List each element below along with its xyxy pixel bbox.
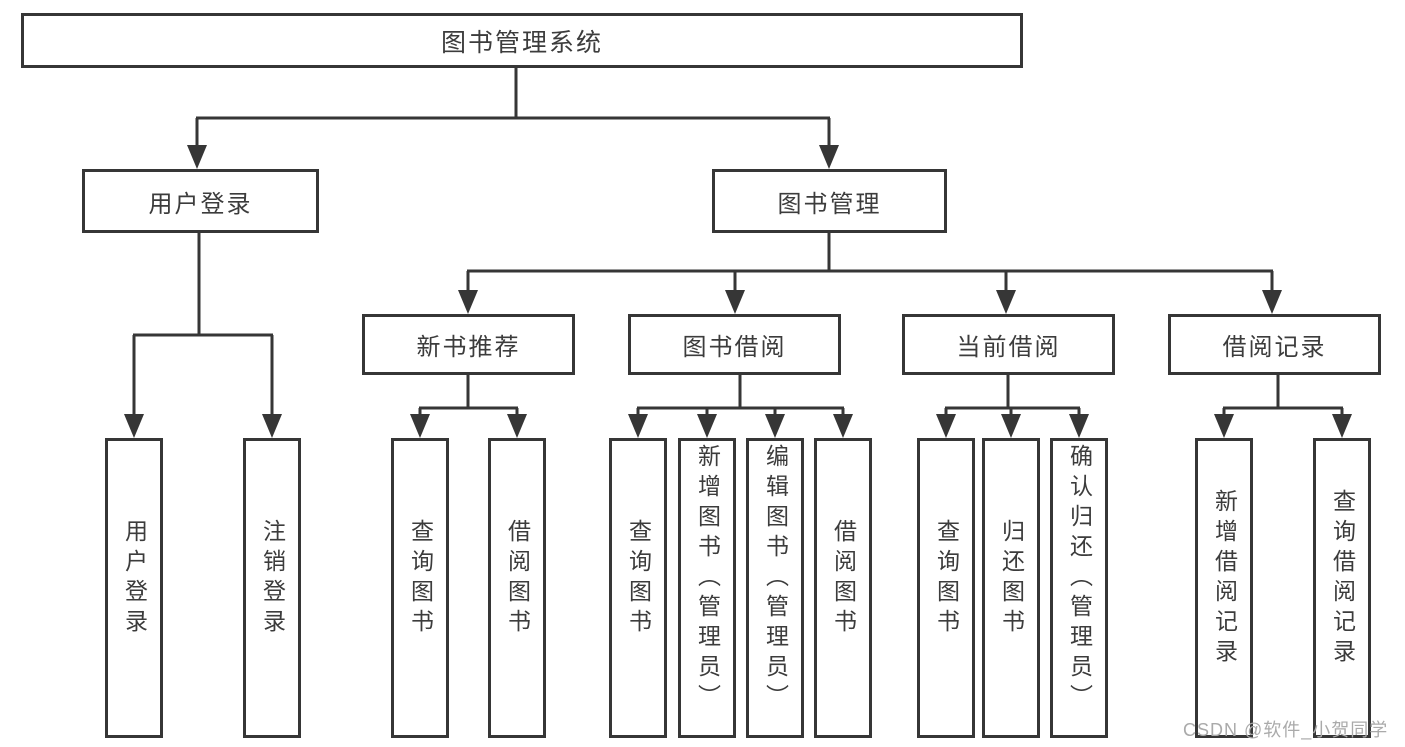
- connector-new-book-recommendation-to-children: [410, 375, 527, 438]
- arrowhead-down-icon: [1069, 414, 1089, 438]
- connector-borrowing-records-to-children: [1214, 375, 1352, 438]
- node-label: 新书推荐: [416, 334, 521, 361]
- leaf-query-books-recommend: 查询图书: [391, 438, 449, 738]
- node-label: 新增借阅记录: [1211, 489, 1238, 669]
- node-label: 归还图书: [998, 519, 1025, 639]
- arrowhead-down-icon: [187, 145, 207, 169]
- node-label: 图书管理系统: [440, 28, 603, 57]
- node-current-borrowing: 当前借阅: [902, 314, 1115, 375]
- node-library-system: 图书管理系统: [21, 13, 1023, 68]
- leaf-query-books-current: 查询图书: [917, 438, 975, 738]
- arrowhead-down-icon: [996, 290, 1016, 314]
- node-label: 查询图书: [625, 519, 652, 639]
- node-label: 借阅记录: [1222, 334, 1327, 361]
- node-label: 图书管理: [777, 190, 882, 218]
- node-label: 新增图书（管理员）: [694, 444, 721, 714]
- arrowhead-down-icon: [1262, 290, 1282, 314]
- arrowhead-down-icon: [628, 414, 648, 438]
- leaf-add-borrow-record: 新增借阅记录: [1195, 438, 1253, 738]
- leaf-borrow-books: 借阅图书: [814, 438, 872, 738]
- leaf-query-borrow-record: 查询借阅记录: [1313, 438, 1371, 738]
- arrowhead-down-icon: [765, 414, 785, 438]
- node-label: 查询图书: [933, 519, 960, 639]
- node-label: 图书借阅: [682, 334, 787, 361]
- node-label: 注销登录: [259, 519, 286, 639]
- arrowhead-down-icon: [1214, 414, 1234, 438]
- leaf-return-books: 归还图书: [982, 438, 1040, 738]
- arrowhead-down-icon: [1001, 414, 1021, 438]
- leaf-borrow-books-recommend: 借阅图书: [488, 438, 546, 738]
- connector-user-login-to-children: [124, 233, 282, 438]
- watermark: CSDN @软件_小贺同学: [1183, 720, 1389, 740]
- node-label: 查询借阅记录: [1329, 489, 1356, 669]
- node-borrowing-records: 借阅记录: [1168, 314, 1381, 375]
- leaf-edit-books-admin: 编辑图书（管理员）: [746, 438, 804, 738]
- arrowhead-down-icon: [833, 414, 853, 438]
- node-label: 借阅图书: [830, 519, 857, 639]
- arrowhead-down-icon: [936, 414, 956, 438]
- leaf-query-books-borrow: 查询图书: [609, 438, 667, 738]
- node-label: 确认归还（管理员）: [1066, 444, 1093, 714]
- arrowhead-down-icon: [262, 414, 282, 438]
- node-label: 当前借阅: [956, 334, 1061, 361]
- node-label: 用户登录: [121, 519, 148, 639]
- arrowhead-down-icon: [458, 290, 478, 314]
- arrowhead-down-icon: [1332, 414, 1352, 438]
- arrowhead-down-icon: [124, 414, 144, 438]
- arrowhead-down-icon: [819, 145, 839, 169]
- leaf-confirm-return-admin: 确认归还（管理员）: [1050, 438, 1108, 738]
- node-book-borrowing: 图书借阅: [628, 314, 841, 375]
- leaf-user-login: 用户登录: [105, 438, 163, 738]
- node-book-management: 图书管理: [712, 169, 947, 233]
- arrowhead-down-icon: [697, 414, 717, 438]
- arrowhead-down-icon: [507, 414, 527, 438]
- connector-current-borrowing-to-children: [936, 375, 1089, 438]
- connector-book-borrowing-to-children: [628, 375, 853, 438]
- arrowhead-down-icon: [725, 290, 745, 314]
- node-label: 查询图书: [407, 519, 434, 639]
- node-label: 用户登录: [148, 190, 253, 218]
- node-new-book-recommendation: 新书推荐: [362, 314, 575, 375]
- arrowhead-down-icon: [410, 414, 430, 438]
- node-label: 编辑图书（管理员）: [762, 444, 789, 714]
- leaf-logout: 注销登录: [243, 438, 301, 738]
- node-user-login: 用户登录: [82, 169, 319, 233]
- node-label: 借阅图书: [504, 519, 531, 639]
- leaf-add-books-admin: 新增图书（管理员）: [678, 438, 736, 738]
- connector-root-to-children: [187, 68, 839, 169]
- connector-book-management-to-children: [458, 233, 1282, 314]
